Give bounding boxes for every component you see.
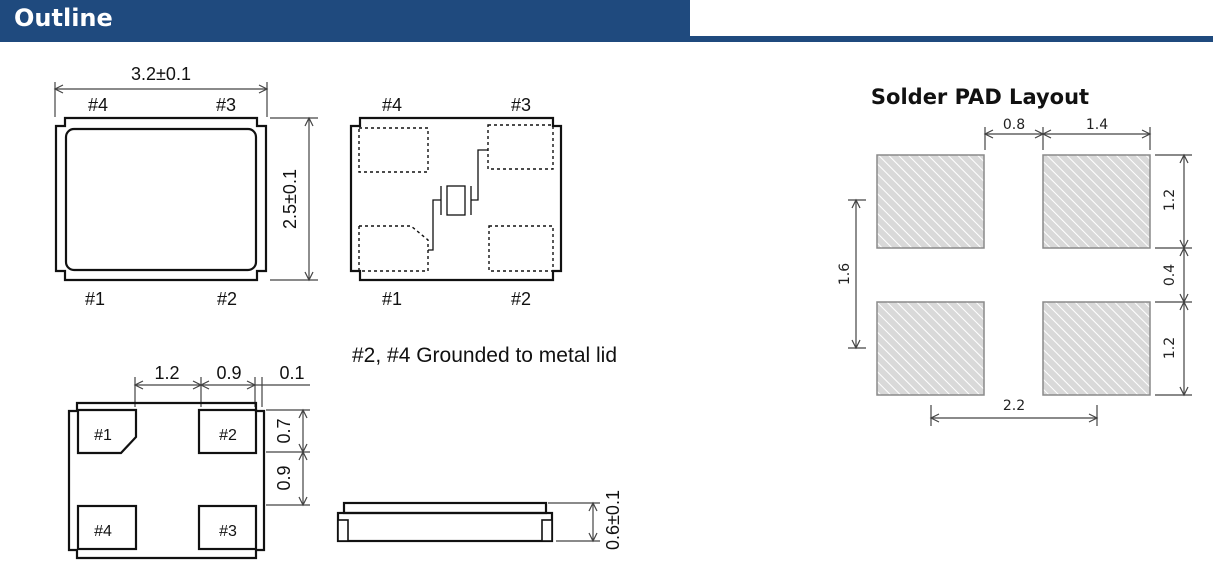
- solder-pad-bottom-left: [876, 301, 985, 396]
- section-title: Outline: [14, 4, 113, 32]
- pad-2-label: #2: [219, 427, 237, 444]
- header-rule: [690, 36, 1213, 42]
- dim-0-9-vertical: 0.9: [274, 465, 294, 490]
- pad-height-top-label: 1.2: [1162, 189, 1178, 211]
- trace-right: [471, 149, 488, 201]
- pad-2: [197, 408, 258, 455]
- pad-3-outline: [487, 124, 554, 170]
- side-terminal-left: [337, 519, 349, 542]
- pad-width-label: 1.4: [1086, 117, 1108, 133]
- pad-2-outline: [488, 225, 554, 272]
- pin-1-label: #1: [382, 289, 402, 309]
- pin-4-label: #4: [382, 95, 402, 115]
- header-bar: Outline: [0, 0, 690, 42]
- side-terminal-right: [541, 519, 553, 542]
- metal-lid-outline: [64, 127, 258, 272]
- dim-0-7: 0.7: [274, 418, 294, 443]
- pad-4-outline: [358, 127, 429, 173]
- pin-3-label: #3: [511, 95, 531, 115]
- pad-1: [76, 408, 138, 455]
- height-dimension-label: 2.5±0.1: [280, 169, 300, 229]
- pad-gap-y-label: 0.4: [1162, 264, 1178, 286]
- pad-span-y-label: 1.6: [837, 263, 853, 285]
- pad-4-label: #4: [94, 523, 112, 540]
- crystal-symbol: [446, 185, 466, 216]
- side-view: 0.6±0.1: [336, 490, 623, 550]
- solder-pad-title: Solder PAD Layout: [871, 85, 1089, 109]
- solder-pad-top-left: [876, 154, 985, 249]
- pad-gap-x-label: 0.8: [1003, 117, 1025, 133]
- pad-1-outline: [358, 225, 429, 272]
- dim-0-9: 0.9: [216, 363, 241, 383]
- internal-view: #4 #3 #1 #2 #2, #4 Grounded to metal lid: [349, 95, 617, 367]
- pad-height-bottom-label: 1.2: [1162, 337, 1178, 359]
- top-view: 3.2±0.1 2.5±0.1 #4 #3 #1 #2: [53, 64, 318, 309]
- pin-2-label: #2: [217, 289, 237, 309]
- dim-0-1: 0.1: [279, 363, 304, 383]
- side-base: [336, 511, 554, 543]
- bottom-view: 1.2 0.9 0.1 0.7 0.9 #1 #2 #4 #3: [67, 363, 310, 560]
- width-dimension-label: 3.2±0.1: [131, 64, 191, 84]
- trace-left: [428, 199, 441, 251]
- side-lid: [342, 501, 548, 515]
- pin-1-label: #1: [85, 289, 105, 309]
- solder-pad-bottom-right: [1042, 301, 1151, 396]
- solder-pad-layout: Solder PAD Layout 0.8 1.4 1.2 0.4 1.2: [837, 85, 1192, 426]
- pin-3-label: #3: [216, 95, 236, 115]
- pad-3-label: #3: [219, 523, 237, 540]
- pad-3: [197, 504, 258, 551]
- solder-pad-top-right: [1042, 154, 1151, 249]
- dim-1-2: 1.2: [154, 363, 179, 383]
- internal-view-body: [349, 116, 563, 282]
- top-view-body: [54, 116, 268, 282]
- pin-2-label: #2: [511, 289, 531, 309]
- thickness-dimension-label: 0.6±0.1: [603, 490, 623, 550]
- pad-span-x-label: 2.2: [1003, 398, 1025, 414]
- pin-4-label: #4: [88, 95, 108, 115]
- pad-1-label: #1: [94, 427, 112, 444]
- pad-4: [76, 504, 138, 551]
- ground-note: #2, #4 Grounded to metal lid: [352, 344, 617, 367]
